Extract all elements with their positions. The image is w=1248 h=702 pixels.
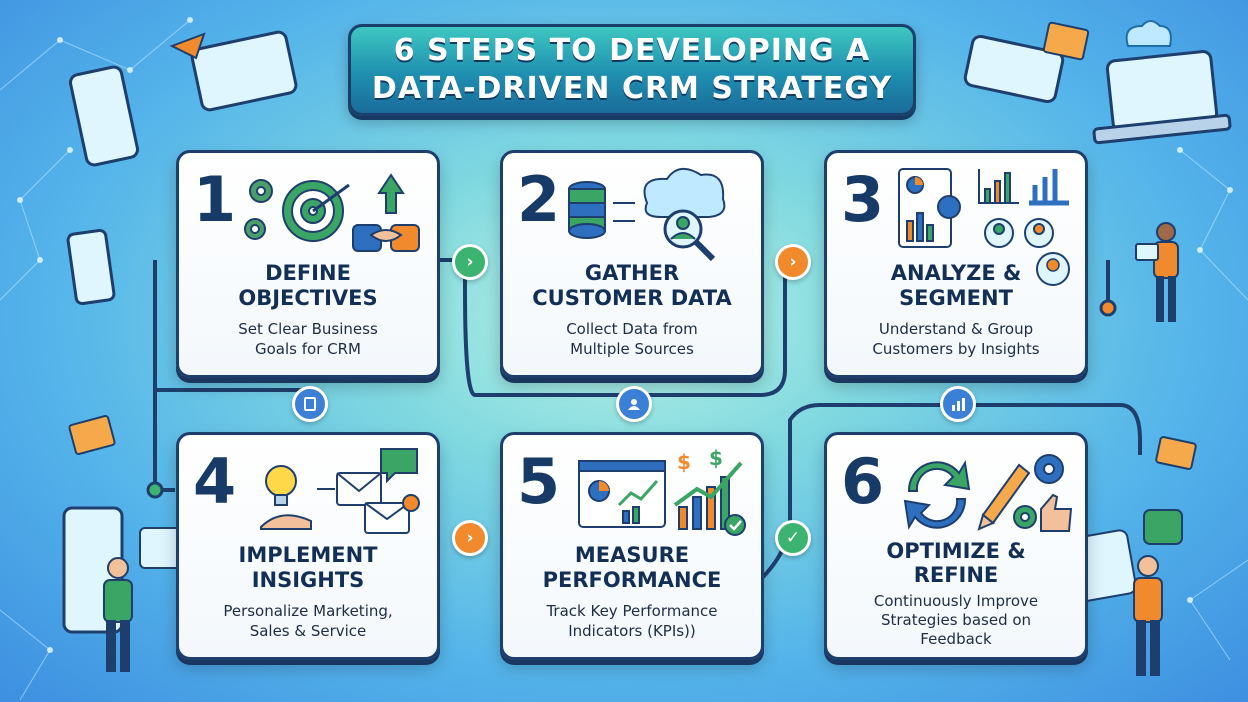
- step-5-illustration: $ $: [578, 446, 746, 536]
- step-title-line-2: CUSTOMER DATA: [532, 286, 732, 310]
- step-number: 5: [517, 445, 561, 518]
- step-title-line-1: MEASURE: [574, 543, 690, 567]
- step-number: 4: [193, 445, 237, 518]
- pencil-icon: [977, 463, 1031, 531]
- next-arrow-1-2: ›: [452, 244, 488, 280]
- step-desc-line-1: Collect Data from: [566, 320, 698, 338]
- step-desc-line-1: Track Key Performance: [546, 602, 718, 620]
- up-arrow-icon: [377, 173, 405, 214]
- refresh-cycle-icon: [903, 460, 971, 530]
- step-desc-line-2: Goals for CRM: [255, 340, 361, 358]
- step-desc-line-2: Customers by Insights: [872, 340, 1040, 358]
- database-icon: [568, 181, 606, 239]
- step-title-line-1: DEFINE: [265, 261, 351, 285]
- svg-text:$: $: [709, 446, 723, 470]
- title-line-2: DATA-DRIVEN CRM STRATEGY: [371, 71, 893, 106]
- report-chart-icon: [898, 168, 961, 248]
- step-title-line-2: PERFORMANCE: [542, 568, 722, 592]
- bar-chart-icon: [978, 169, 1069, 206]
- step-desc-line-1: Set Clear Business: [238, 320, 378, 338]
- check-5-6: ✓: [775, 520, 811, 556]
- step-card-6: 6 OPTIMIZE & REFINE Continuously Improve…: [824, 432, 1088, 660]
- step-desc-line-2: Sales & Service: [249, 622, 367, 640]
- step-6-illustration: [903, 454, 1073, 532]
- user-badge-icon: [616, 386, 652, 422]
- bars-icon: [940, 386, 976, 422]
- step-number: 6: [841, 445, 885, 518]
- step-desc-line-3: Feedback: [920, 630, 992, 648]
- person-icon: [103, 557, 133, 672]
- step-desc-line-2: Strategies based on: [880, 611, 1032, 629]
- step-title-line-2: OBJECTIVES: [238, 286, 378, 310]
- step-card-2: 2 GATHER CUSTOMER DATA Collect Data from…: [500, 150, 764, 378]
- step-number: 2: [517, 163, 561, 236]
- step-card-3: 3 ANALYZE & SEGMENT Understand: [824, 150, 1088, 378]
- step-card-4: 4 IMPLEMENT INSIGHTS Personalize Marketi…: [176, 432, 440, 660]
- gears-icon: [244, 179, 273, 240]
- step-desc-line-1: Continuously Improve: [873, 592, 1039, 610]
- target-icon: [282, 180, 350, 242]
- step-desc-line-1: Understand & Group: [878, 320, 1034, 338]
- step-number: 3: [841, 163, 885, 236]
- step-title-line-2: SEGMENT: [899, 286, 1013, 310]
- step-title-line-1: IMPLEMENT: [238, 543, 378, 567]
- gears-icon: [1013, 454, 1064, 529]
- person-icon: [1135, 222, 1179, 322]
- next-arrow-4-5: ›: [452, 520, 488, 556]
- step-number: 1: [193, 163, 237, 236]
- step-card-1: 1 DEFINE OBJECTIVES Set Clear Business G…: [176, 150, 440, 378]
- step-card-5: 5 $ $ MEASURE PERFORMANCE Track Key Perf…: [500, 432, 764, 660]
- magnifier-user-icon: [663, 209, 716, 262]
- step-title-line-2: INSIGHTS: [251, 568, 365, 592]
- dashboard-icon: [578, 460, 666, 528]
- clipboard-icon: [292, 386, 328, 422]
- step-title-line-1: OPTIMIZE &: [886, 539, 1026, 563]
- title-line-1: 6 STEPS TO DEVELOPING A: [393, 33, 871, 68]
- step-title-line-2: REFINE: [913, 563, 999, 587]
- step-title-line-1: GATHER: [584, 261, 680, 285]
- chat-icon: [380, 448, 420, 512]
- users-icon: [984, 218, 1054, 248]
- thumbs-up-icon: [1040, 493, 1073, 532]
- page-title: 6 STEPS TO DEVELOPING A DATA-DRIVEN CRM …: [348, 24, 916, 116]
- step-desc-line-2: Indicators (KPIs)): [568, 622, 696, 640]
- step-desc-line-2: Multiple Sources: [570, 340, 694, 358]
- step-title-line-1: ANALYZE &: [890, 261, 1022, 285]
- handshake-icon: [352, 224, 420, 252]
- svg-text:$: $: [677, 450, 691, 474]
- phone-icon: [62, 65, 140, 634]
- user-avatar-icon: [1036, 252, 1070, 286]
- step-4-illustration: [260, 448, 420, 534]
- envelope-icon: [336, 472, 410, 534]
- step-3-illustration: [898, 168, 1069, 248]
- step-2-illustration: [568, 168, 726, 262]
- lightbulb-icon: [260, 465, 312, 530]
- dollar-icon: $ $: [677, 446, 723, 474]
- growth-chart-icon: [673, 461, 746, 536]
- cloud-icon: [643, 168, 726, 218]
- next-arrow-2-3: ›: [775, 244, 811, 280]
- person-icon: [1133, 555, 1163, 676]
- step-1-illustration: [244, 173, 420, 252]
- step-desc-line-1: Personalize Marketing,: [223, 602, 393, 620]
